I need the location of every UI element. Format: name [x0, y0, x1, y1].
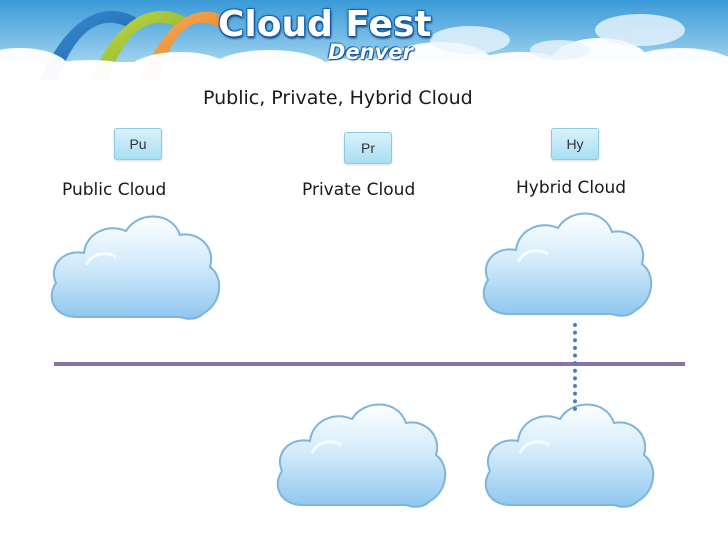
- public-cloud-icon: [46, 205, 224, 325]
- public-private-divider: [54, 362, 685, 366]
- label-hybrid-cloud: Hybrid Cloud: [516, 178, 627, 198]
- hybrid-connector: [573, 323, 577, 411]
- label-private-cloud: Private Cloud: [302, 180, 416, 200]
- logo-subtitle: Denver: [328, 40, 413, 64]
- hybrid-private-cloud-icon: [480, 393, 658, 513]
- hybrid-cloud-icon: [478, 202, 656, 322]
- badge-private: Pr: [344, 132, 392, 164]
- slide-title: Public, Private, Hybrid Cloud: [203, 87, 473, 109]
- badge-hybrid: Hy: [551, 128, 599, 160]
- private-cloud-icon: [272, 393, 450, 513]
- logo-title: Cloud Fest: [218, 4, 432, 45]
- badge-public: Pu: [114, 128, 162, 160]
- label-public-cloud: Public Cloud: [62, 180, 167, 200]
- header-banner: Cloud Fest Denver: [0, 0, 728, 96]
- banner-graphic: [0, 0, 728, 96]
